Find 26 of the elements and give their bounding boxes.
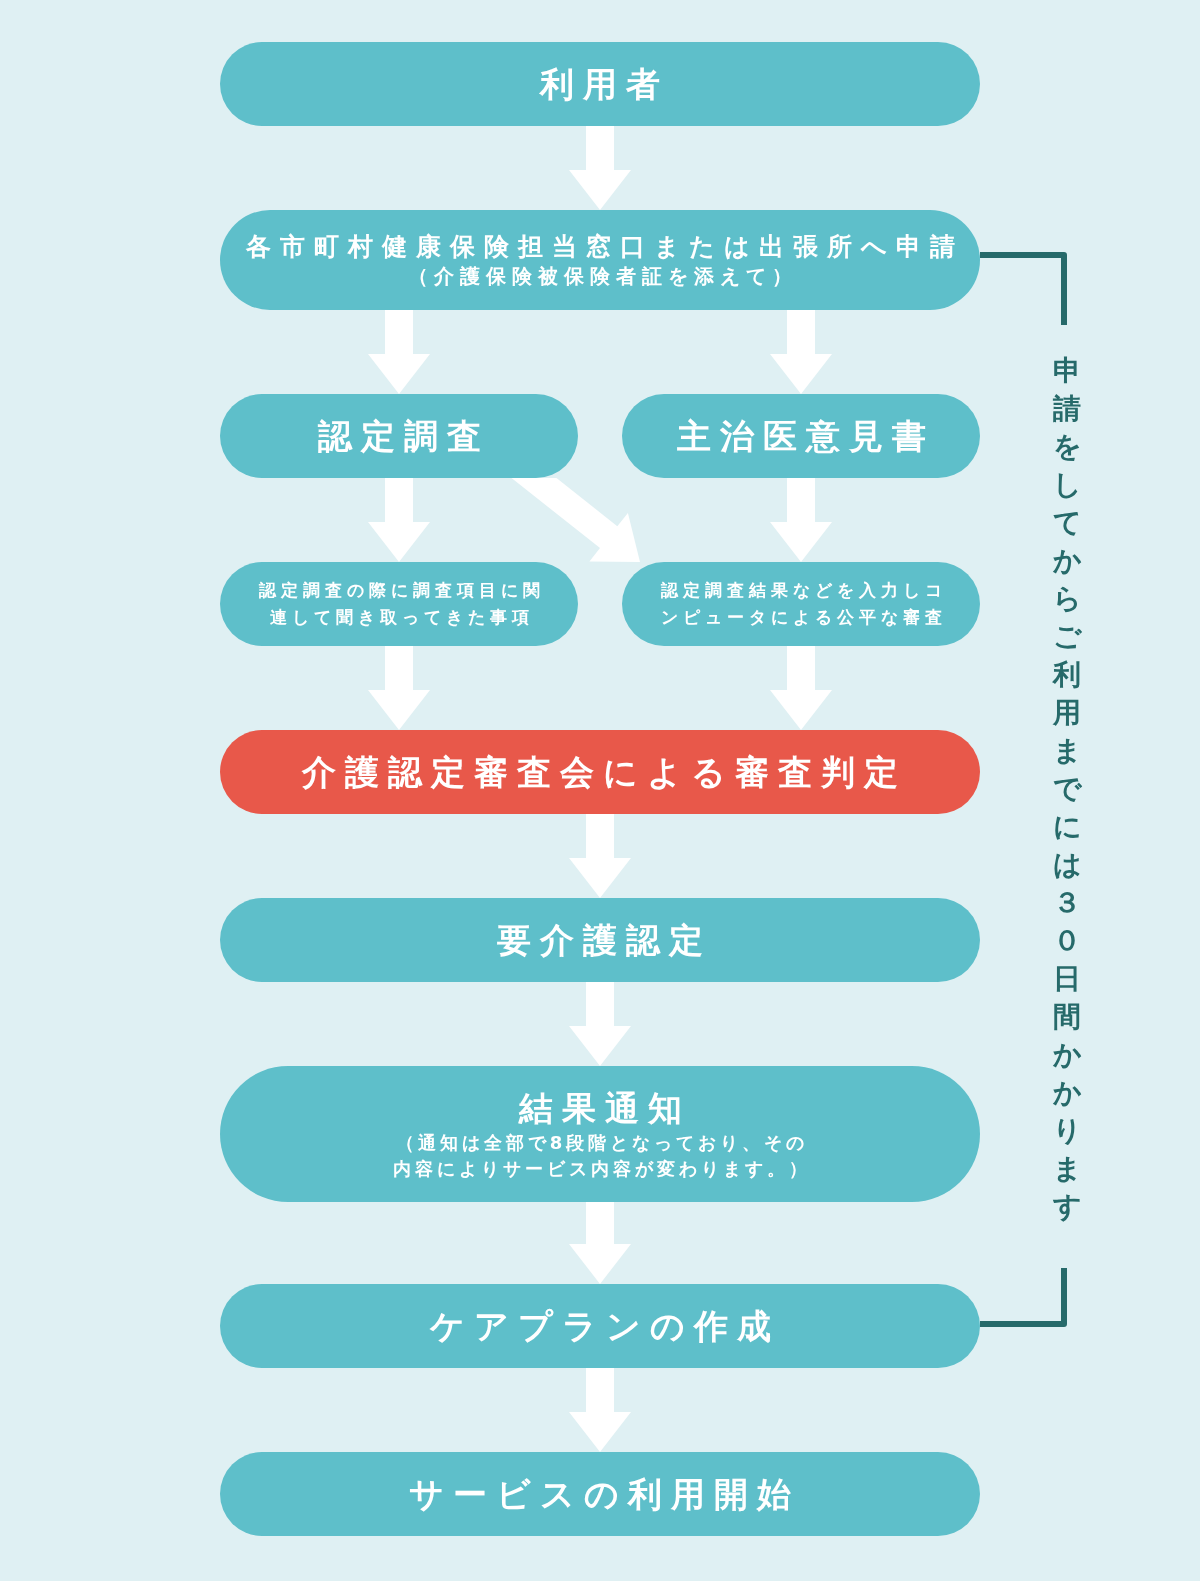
vertical-note: 申請をしてからご利用までには３０日間かかります [1053,353,1081,1225]
step-note: （介護保険被保険者証を添えて） [407,263,798,291]
step-note: （通知は全部で8段階となっており、その内容によりサービス内容が変わります。） [392,1131,812,1182]
arrow [511,478,640,562]
arrow [770,478,832,562]
arrow [569,814,631,898]
arrow [569,1202,631,1284]
arrow [569,1368,631,1452]
arrow [770,646,832,730]
step-title: 利用者 [538,62,669,106]
step-title: 各市町村健康保険担当窓口または出張所へ申請 [244,230,964,263]
arrow [569,126,631,210]
step-note: 認定調査結果などを入力しコンピュータによる公平な審査 [659,578,948,629]
step-title: 主治医意見書 [675,414,935,458]
step-note: 認定調査の際に調査項目に関連して聞き取ってきた事項 [257,578,546,629]
step-title: サービスの利用開始 [408,1472,800,1516]
arrow [368,310,430,394]
arrow [368,478,430,562]
arrow [569,982,631,1066]
arrow [368,646,430,730]
step-title: 介護認定審査会による審査判定 [300,750,907,794]
step-title: ケアプランの作成 [428,1304,780,1348]
step-title: 認定調査 [316,414,490,458]
step-title: 要介護認定 [496,918,712,962]
arrow [770,310,832,394]
step-title: 結果通知 [517,1086,691,1130]
